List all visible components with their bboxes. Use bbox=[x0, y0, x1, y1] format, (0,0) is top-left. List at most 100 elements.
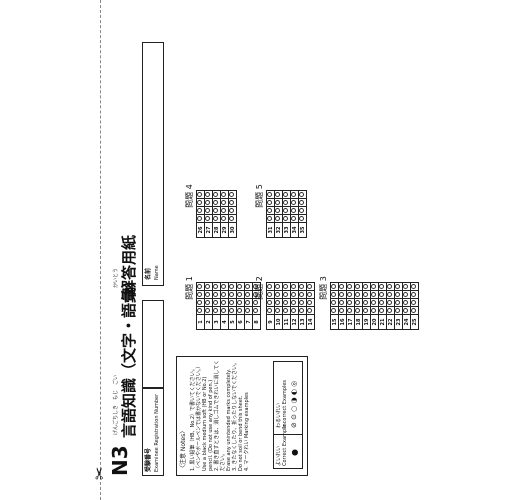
answer-bubble-icon[interactable] bbox=[355, 300, 360, 305]
answer-bubble-icon[interactable] bbox=[331, 284, 336, 289]
answer-bubble-icon[interactable] bbox=[213, 192, 218, 197]
answer-bubble-icon[interactable] bbox=[205, 292, 210, 297]
answer-bubble-icon[interactable] bbox=[221, 308, 226, 313]
answer-bubble-icon[interactable] bbox=[275, 308, 280, 313]
answer-bubble-icon[interactable] bbox=[229, 300, 234, 305]
answer-bubble-icon[interactable] bbox=[221, 208, 226, 213]
answer-bubble-icon[interactable] bbox=[267, 200, 272, 205]
answer-bubble-icon[interactable] bbox=[275, 208, 280, 213]
answer-bubble-icon[interactable] bbox=[291, 284, 296, 289]
answer-bubble-icon[interactable] bbox=[355, 292, 360, 297]
answer-bubble-icon[interactable] bbox=[347, 292, 352, 297]
answer-bubble-icon[interactable] bbox=[299, 300, 304, 305]
answer-bubble-icon[interactable] bbox=[363, 308, 368, 313]
answer-bubble-icon[interactable] bbox=[197, 192, 202, 197]
answer-bubble-icon[interactable] bbox=[403, 292, 408, 297]
answer-bubble-icon[interactable] bbox=[355, 284, 360, 289]
answer-bubble-icon[interactable] bbox=[245, 300, 250, 305]
answer-bubble-icon[interactable] bbox=[205, 216, 210, 221]
answer-bubble-icon[interactable] bbox=[205, 300, 210, 305]
answer-bubble-icon[interactable] bbox=[267, 308, 272, 313]
answer-bubble-icon[interactable] bbox=[307, 292, 312, 297]
answer-bubble-icon[interactable] bbox=[395, 284, 400, 289]
answer-bubble-icon[interactable] bbox=[379, 308, 384, 313]
answer-bubble-icon[interactable] bbox=[197, 292, 202, 297]
answer-bubble-icon[interactable] bbox=[387, 300, 392, 305]
answer-bubble-icon[interactable] bbox=[307, 300, 312, 305]
answer-bubble-icon[interactable] bbox=[213, 200, 218, 205]
answer-bubble-icon[interactable] bbox=[411, 292, 416, 297]
answer-bubble-icon[interactable] bbox=[275, 200, 280, 205]
answer-bubble-icon[interactable] bbox=[275, 292, 280, 297]
answer-bubble-icon[interactable] bbox=[347, 308, 352, 313]
answer-bubble-icon[interactable] bbox=[267, 284, 272, 289]
answer-bubble-icon[interactable] bbox=[371, 308, 376, 313]
answer-bubble-icon[interactable] bbox=[331, 292, 336, 297]
answer-bubble-icon[interactable] bbox=[197, 308, 202, 313]
answer-bubble-icon[interactable] bbox=[363, 292, 368, 297]
answer-bubble-icon[interactable] bbox=[221, 192, 226, 197]
answer-bubble-icon[interactable] bbox=[363, 284, 368, 289]
answer-bubble-icon[interactable] bbox=[299, 192, 304, 197]
answer-bubble-icon[interactable] bbox=[403, 300, 408, 305]
answer-bubble-icon[interactable] bbox=[411, 308, 416, 313]
answer-bubble-icon[interactable] bbox=[395, 300, 400, 305]
answer-bubble-icon[interactable] bbox=[291, 192, 296, 197]
answer-bubble-icon[interactable] bbox=[213, 292, 218, 297]
answer-bubble-icon[interactable] bbox=[205, 208, 210, 213]
answer-bubble-icon[interactable] bbox=[237, 284, 242, 289]
answer-bubble-icon[interactable] bbox=[267, 300, 272, 305]
answer-bubble-icon[interactable] bbox=[197, 216, 202, 221]
answer-bubble-icon[interactable] bbox=[307, 308, 312, 313]
answer-bubble-icon[interactable] bbox=[283, 292, 288, 297]
answer-bubble-icon[interactable] bbox=[283, 308, 288, 313]
answer-bubble-icon[interactable] bbox=[221, 216, 226, 221]
answer-bubble-icon[interactable] bbox=[197, 300, 202, 305]
answer-bubble-icon[interactable] bbox=[347, 300, 352, 305]
answer-bubble-icon[interactable] bbox=[291, 308, 296, 313]
answer-bubble-icon[interactable] bbox=[339, 308, 344, 313]
answer-bubble-icon[interactable] bbox=[213, 284, 218, 289]
answer-bubble-icon[interactable] bbox=[379, 284, 384, 289]
answer-bubble-icon[interactable] bbox=[331, 308, 336, 313]
answer-bubble-icon[interactable] bbox=[205, 308, 210, 313]
answer-bubble-icon[interactable] bbox=[221, 292, 226, 297]
answer-bubble-icon[interactable] bbox=[379, 292, 384, 297]
answer-bubble-icon[interactable] bbox=[339, 292, 344, 297]
answer-bubble-icon[interactable] bbox=[197, 208, 202, 213]
answer-bubble-icon[interactable] bbox=[205, 192, 210, 197]
answer-bubble-icon[interactable] bbox=[267, 208, 272, 213]
answer-bubble-icon[interactable] bbox=[371, 284, 376, 289]
answer-bubble-icon[interactable] bbox=[229, 284, 234, 289]
answer-bubble-icon[interactable] bbox=[371, 300, 376, 305]
answer-bubble-icon[interactable] bbox=[395, 292, 400, 297]
answer-bubble-icon[interactable] bbox=[275, 192, 280, 197]
answer-bubble-icon[interactable] bbox=[291, 216, 296, 221]
answer-bubble-icon[interactable] bbox=[267, 292, 272, 297]
answer-bubble-icon[interactable] bbox=[213, 308, 218, 313]
answer-bubble-icon[interactable] bbox=[275, 216, 280, 221]
answer-bubble-icon[interactable] bbox=[267, 216, 272, 221]
answer-bubble-icon[interactable] bbox=[283, 200, 288, 205]
answer-bubble-icon[interactable] bbox=[411, 300, 416, 305]
answer-bubble-icon[interactable] bbox=[299, 308, 304, 313]
answer-bubble-icon[interactable] bbox=[291, 292, 296, 297]
answer-bubble-icon[interactable] bbox=[197, 284, 202, 289]
answer-bubble-icon[interactable] bbox=[363, 300, 368, 305]
answer-bubble-icon[interactable] bbox=[229, 200, 234, 205]
answer-bubble-icon[interactable] bbox=[229, 208, 234, 213]
answer-bubble-icon[interactable] bbox=[221, 200, 226, 205]
answer-bubble-icon[interactable] bbox=[291, 208, 296, 213]
answer-bubble-icon[interactable] bbox=[283, 284, 288, 289]
answer-bubble-icon[interactable] bbox=[355, 308, 360, 313]
answer-bubble-icon[interactable] bbox=[387, 292, 392, 297]
answer-bubble-icon[interactable] bbox=[237, 308, 242, 313]
answer-bubble-icon[interactable] bbox=[387, 284, 392, 289]
answer-bubble-icon[interactable] bbox=[411, 284, 416, 289]
answer-bubble-icon[interactable] bbox=[237, 300, 242, 305]
answer-bubble-icon[interactable] bbox=[283, 300, 288, 305]
answer-bubble-icon[interactable] bbox=[299, 284, 304, 289]
answer-bubble-icon[interactable] bbox=[339, 300, 344, 305]
answer-bubble-icon[interactable] bbox=[299, 200, 304, 205]
answer-bubble-icon[interactable] bbox=[403, 308, 408, 313]
